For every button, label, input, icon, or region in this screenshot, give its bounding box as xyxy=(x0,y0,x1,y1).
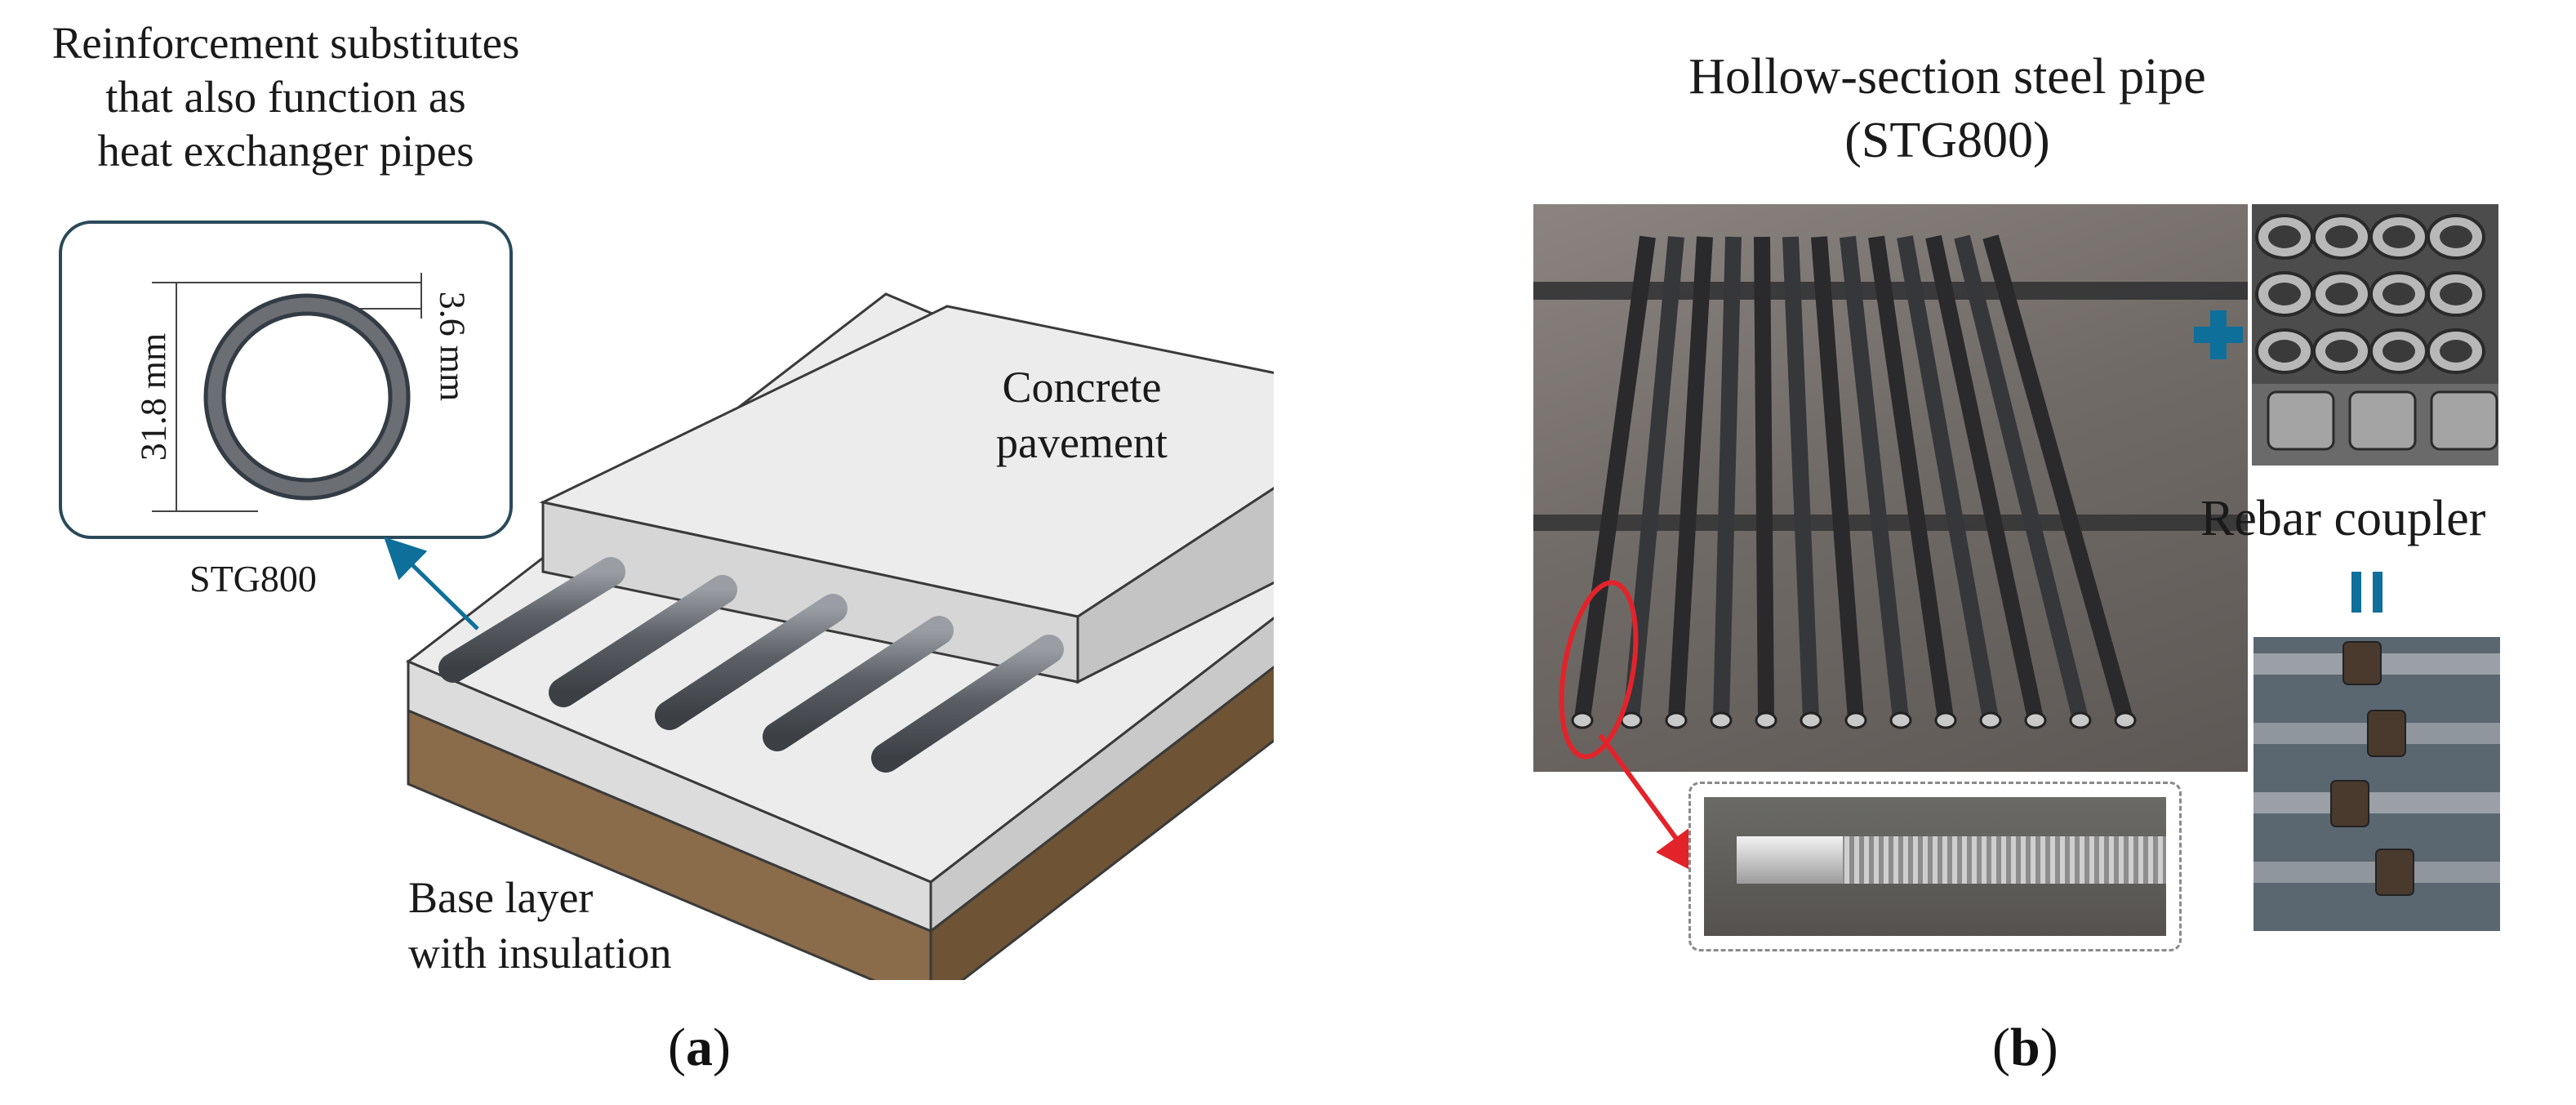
rebar-coupler-label: Rebar coupler xyxy=(2200,491,2486,546)
panel-a: Reinforcement substitutes that also func… xyxy=(0,0,1274,1105)
plus-icon xyxy=(2194,310,2243,359)
coupled-bars-photo-drawing xyxy=(2253,641,2500,896)
steel-pipes-photo-drawing xyxy=(1533,234,2248,760)
steel-bar-1 xyxy=(438,557,625,683)
steel-bar-4 xyxy=(763,616,954,751)
steel-bar-3 xyxy=(655,594,848,730)
base-line-1: Base layer xyxy=(408,873,594,922)
panel-b-letter-text: b xyxy=(2009,1018,2040,1077)
concrete-line-2: pavement xyxy=(996,418,1168,467)
panel-b-letter: (b) xyxy=(1992,1018,2058,1077)
rebar-coupler-photo xyxy=(2252,204,2498,466)
pipe-hollow xyxy=(221,311,393,483)
zoom-arrow xyxy=(1598,733,1705,878)
pipe-cross-section-inset: 31.8 mm 3.6 mm xyxy=(59,221,513,539)
concrete-line-1: Concrete xyxy=(1002,363,1162,412)
upper-block-side xyxy=(1076,487,1274,684)
panel-a-letter-text: a xyxy=(685,1018,713,1077)
pipe-thread-detail-photo xyxy=(1688,782,2182,951)
steel-pipes-photo xyxy=(1533,204,2248,772)
pipe-end-highlight xyxy=(1559,580,1639,760)
steel-bar-2 xyxy=(549,575,737,707)
panel-b-title-line-1: Hollow-section steel pipe xyxy=(1688,49,2206,105)
pavement-diagram xyxy=(384,292,1274,980)
rebar-coupler-photo-drawing xyxy=(2252,214,2498,466)
pipe-cross-section-drawing xyxy=(152,273,422,512)
equals-icon xyxy=(2351,572,2384,613)
panel-b-title-line-2: (STG800) xyxy=(1844,113,2050,168)
caption-line-3: heat exchanger pipes xyxy=(97,126,474,176)
inset-leader-arrow xyxy=(384,537,479,630)
panel-a-letter: (a) xyxy=(668,1018,731,1077)
panel-b: Hollow-section steel pipe (STG800) xyxy=(1274,0,2576,1105)
steel-bars xyxy=(438,557,1064,773)
pipe-name-label: STG800 xyxy=(189,558,317,599)
caption-line-1: Reinforcement substitutes xyxy=(51,18,520,68)
panel-b-title: Hollow-section steel pipe (STG800) xyxy=(1519,45,2376,172)
steel-bar-5 xyxy=(871,635,1064,773)
coupled-bars-photo xyxy=(2253,637,2500,931)
concrete-label: Concrete pavement xyxy=(996,359,1168,470)
lower-slab-side xyxy=(929,617,1274,934)
base-line-2: with insulation xyxy=(408,929,672,978)
panel-a-caption: Reinforcement substitutes that also func… xyxy=(0,16,572,178)
base-label: Base layer with insulation xyxy=(408,870,672,981)
caption-line-2: that also function as xyxy=(105,72,466,122)
